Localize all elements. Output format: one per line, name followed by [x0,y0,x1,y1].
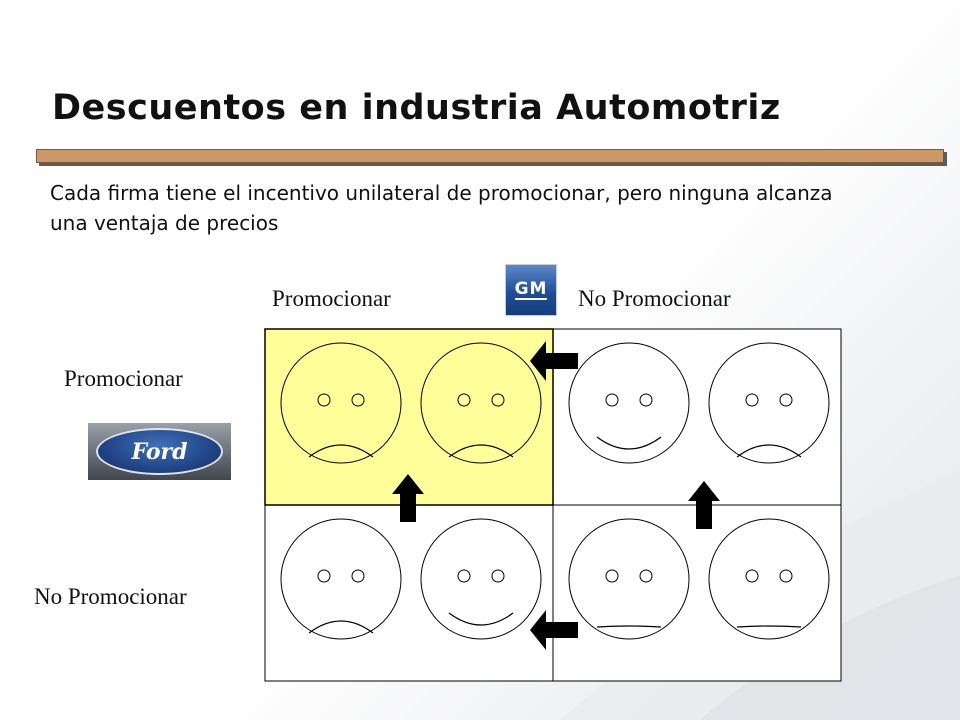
sad-face-icon [280,342,402,464]
face-right-eye [351,569,365,583]
face-left-eye [745,569,759,583]
face-mouth-sad [308,620,374,634]
face-mouth-happy [596,436,662,450]
face-right-eye [639,569,653,583]
matrix-cell-r1-c1 [552,504,842,682]
face-right-eye [491,393,505,407]
face-mouth-sad [448,444,514,458]
matrix-cell-r1-c0 [264,504,554,682]
ford-logo: Ford [88,423,231,480]
face-left-eye [605,393,619,407]
gm-logo: GM [505,264,557,316]
face-right-eye [351,393,365,407]
slide-subtitle: Cada firma tiene el incentivo unilateral… [50,181,833,235]
row-label-no-promocionar: No Promocionar [34,584,187,609]
column-label-no-promocionar: No Promocionar [578,286,731,311]
face-mouth-neutral [736,625,802,628]
face-mouth-sad [308,444,374,458]
face-mouth-neutral [596,625,662,628]
ford-oval: Ford [96,428,223,475]
face-mouth-happy [448,612,514,626]
face-right-eye [779,393,793,407]
neutral-face-icon [568,518,690,640]
face-left-eye [317,393,331,407]
arrow-up-icon [688,481,720,529]
face-left-eye [457,569,471,583]
face-left-eye [317,569,331,583]
face-mouth-sad [736,444,802,458]
column-label-promocionar: Promocionar [272,286,391,311]
sad-face-icon [280,518,402,640]
arrow-left-icon [530,341,578,381]
face-right-eye [639,393,653,407]
slide-title: Descuentos en industria Automotriz [52,88,781,128]
face-right-eye [491,569,505,583]
row-label-promocionar: Promocionar [64,366,183,391]
face-left-eye [745,393,759,407]
sad-face-icon [708,342,830,464]
arrow-left-icon [530,610,578,650]
matrix-cell-r0-c1 [552,328,842,506]
sad-face-icon [420,342,542,464]
happy-face-icon [420,518,542,640]
face-right-eye [779,569,793,583]
arrow-up-icon [392,474,424,522]
title-underline-bar [36,149,944,163]
face-left-eye [605,569,619,583]
happy-face-icon [568,342,690,464]
neutral-face-icon [708,518,830,640]
face-left-eye [457,393,471,407]
gm-logo-text: GM [514,279,548,300]
ford-logo-text: Ford [131,438,188,465]
